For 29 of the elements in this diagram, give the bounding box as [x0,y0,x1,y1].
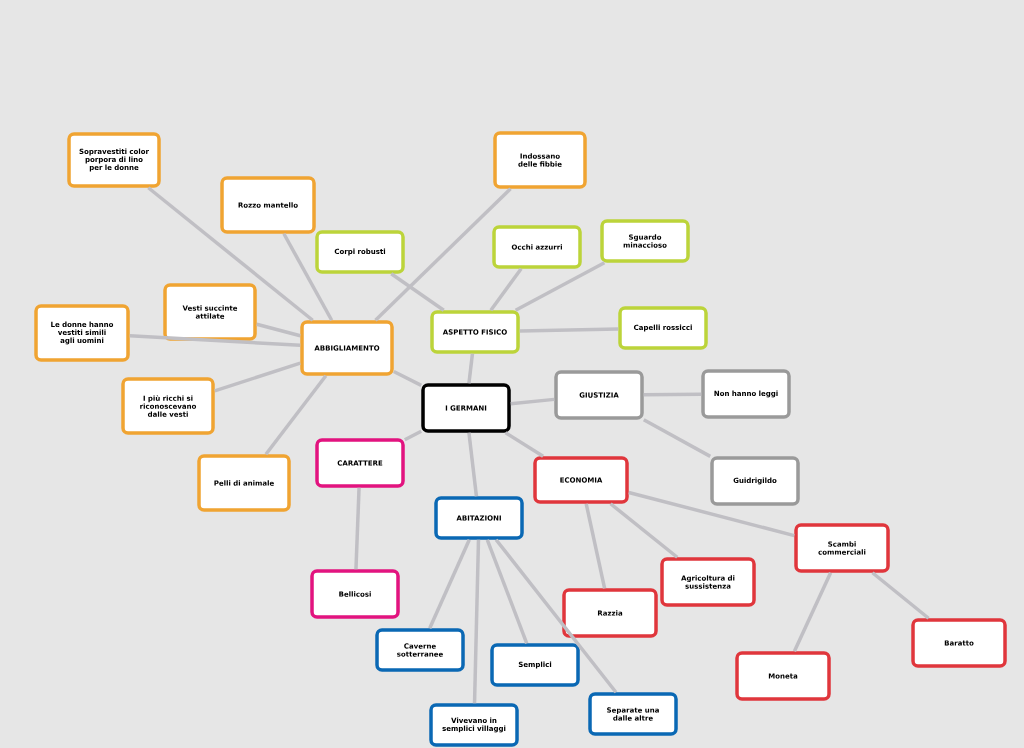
connector-line [519,327,619,333]
connector-line [374,187,512,322]
connector-line [354,487,361,570]
connector-line [214,361,301,393]
connector-line [390,272,445,312]
connector-line [282,232,334,322]
connector-line [403,429,423,442]
connector-line [504,431,544,458]
connector-line [129,333,301,348]
connector-line [642,418,712,458]
connector-line [609,502,679,559]
connector-line [467,432,479,497]
connector-line [264,374,328,456]
connector-line [514,261,606,312]
connector-line [584,503,607,589]
connector-line [472,539,481,704]
connector-line [428,539,471,629]
connector-line [494,538,618,694]
connector-line [643,392,702,397]
connector-line [256,322,301,338]
connector-line [485,539,529,644]
connector-line [792,572,833,652]
connector-line [392,370,423,387]
connector-line [628,490,795,538]
connector-line [871,571,930,620]
connector-line [489,267,523,312]
connector-line [467,353,475,384]
connector-line [510,397,555,406]
connector-line [147,186,314,322]
